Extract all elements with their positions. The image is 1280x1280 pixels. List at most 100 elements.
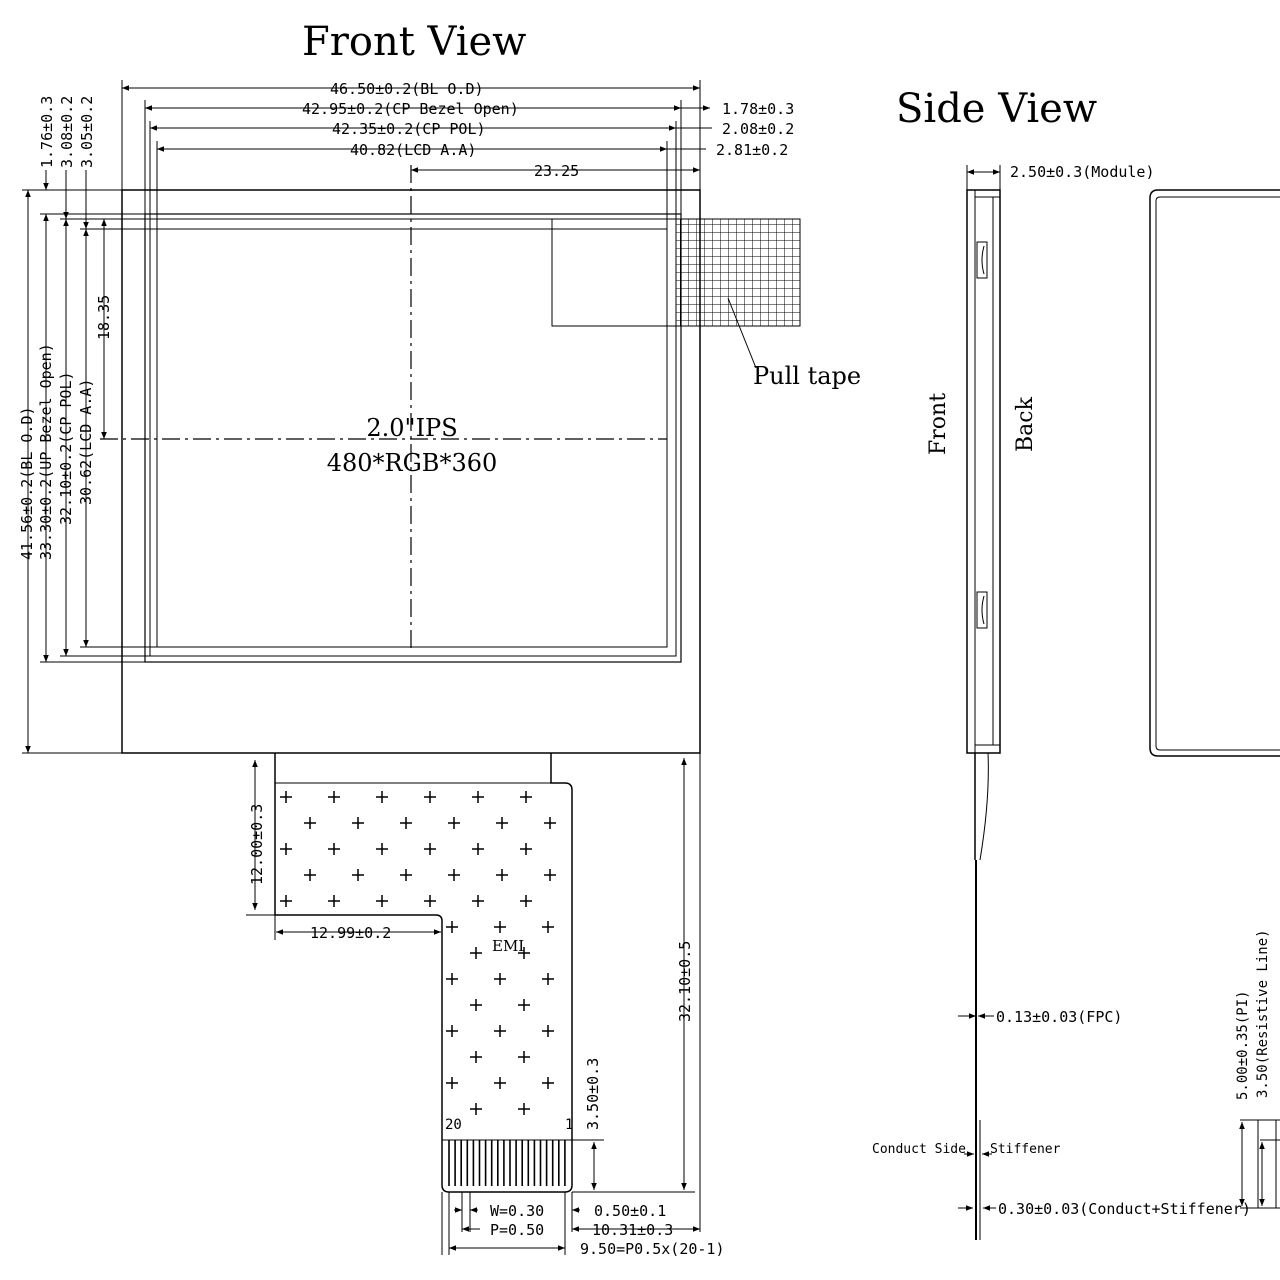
plus-mark xyxy=(544,869,556,881)
dim-right-offset-1: 1.78±0.3 xyxy=(722,100,794,118)
cp-pol-outline xyxy=(149,218,677,657)
plus-mark xyxy=(280,895,292,907)
dim-cp-bezel-width: 42.95±0.2(CP Bezel Open) xyxy=(302,100,519,118)
dim-half-height: 18.35 xyxy=(95,295,113,340)
plus-mark xyxy=(400,817,412,829)
back-label: Back xyxy=(1013,396,1038,452)
plus-mark xyxy=(304,869,316,881)
plus-mark xyxy=(470,1051,482,1063)
top-dimensions: 46.50±0.2(BL O.D) 42.95±0.2(CP Bezel Ope… xyxy=(121,80,794,229)
side-view-drawing xyxy=(958,165,1280,1240)
plus-mark xyxy=(542,1025,554,1037)
dim-right-offset-2: 2.08±0.2 xyxy=(722,120,794,138)
pull-tape-label: Pull tape xyxy=(753,362,861,390)
plus-mark xyxy=(448,869,460,881)
dim-pad-edge: 0.50±0.1 xyxy=(594,1202,666,1220)
plus-mark xyxy=(496,817,508,829)
plus-mark xyxy=(446,1025,458,1037)
pin-1-label: 1 xyxy=(565,1117,573,1133)
dim-resistive-line: 3.50(Resistive Line) xyxy=(1255,929,1271,1098)
plus-mark xyxy=(520,791,532,803)
dim-pitch-total: 9.50=P0.5x(20-1) xyxy=(580,1240,725,1258)
dim-top-offset-1: 1.76±0.3 xyxy=(38,96,56,168)
plus-mark xyxy=(520,895,532,907)
plus-mark xyxy=(446,921,458,933)
plus-mark xyxy=(304,817,316,829)
plus-mark xyxy=(494,973,506,985)
plus-mark xyxy=(470,999,482,1011)
plus-mark xyxy=(518,1103,530,1115)
stiffener-label: Stiffener xyxy=(990,1142,1061,1157)
fpc-outline xyxy=(274,753,573,1193)
dim-cp-pol-height: 32.10±0.2(CP POL) xyxy=(57,371,75,525)
plus-mark xyxy=(328,895,340,907)
plus-mark xyxy=(494,921,506,933)
dim-tail-height: 12.00±0.3 xyxy=(248,804,266,885)
cp-bezel-outline xyxy=(144,213,682,663)
plus-mark xyxy=(328,843,340,855)
plus-mark xyxy=(520,843,532,855)
plus-mark xyxy=(496,869,508,881)
plus-mark xyxy=(518,947,530,959)
side-view-title: Side View xyxy=(896,86,1097,132)
conduct-side-label: Conduct Side xyxy=(872,1142,966,1157)
dim-module-thickness: 2.50±0.3(Module) xyxy=(1010,163,1155,181)
plus-mark xyxy=(542,1077,554,1089)
emi-label: EMI xyxy=(492,937,524,955)
plus-mark xyxy=(494,1077,506,1089)
dim-fpc-thickness: 0.13±0.03(FPC) xyxy=(996,1008,1122,1026)
plus-mark xyxy=(280,843,292,855)
dim-half-width: 23.25 xyxy=(534,162,579,180)
dim-lcd-aa-height: 30.62(LCD A.A) xyxy=(77,379,95,505)
plus-mark xyxy=(352,817,364,829)
plus-mark xyxy=(472,843,484,855)
pull-tape-grid xyxy=(675,218,801,327)
pull-tape-area xyxy=(551,218,677,327)
pin-20-label: 20 xyxy=(445,1117,462,1133)
dim-conduct-stiffener: 0.30±0.03(Conduct+Stiffener) xyxy=(998,1200,1251,1218)
plus-mark xyxy=(424,895,436,907)
pull-tape-leader xyxy=(727,297,757,369)
plus-mark xyxy=(518,1051,530,1063)
plus-mark xyxy=(494,1025,506,1037)
emi-plus-pattern xyxy=(280,791,556,1115)
plus-mark xyxy=(470,1103,482,1115)
plus-mark xyxy=(446,1077,458,1089)
dim-cp-pol-width: 42.35±0.2(CP POL) xyxy=(332,120,486,138)
dim-bl-od-width: 46.50±0.2(BL O.D) xyxy=(330,80,484,98)
panel-resolution-label: 480*RGB*360 xyxy=(327,449,498,477)
dim-fpc-width: 10.31±0.3 xyxy=(592,1221,673,1239)
dim-pi: 5.00±0.35(PI) xyxy=(1235,990,1251,1100)
front-view-outlines xyxy=(100,165,801,754)
dim-pitch: P=0.50 xyxy=(490,1221,544,1239)
plus-mark xyxy=(280,791,292,803)
plus-mark xyxy=(376,843,388,855)
plus-mark xyxy=(400,869,412,881)
plus-mark xyxy=(542,973,554,985)
front-view-title: Front View xyxy=(302,19,526,65)
contact-pads xyxy=(442,1139,572,1186)
dim-pad-height: 3.50±0.3 xyxy=(584,1058,602,1130)
plus-mark xyxy=(448,817,460,829)
plus-mark xyxy=(376,895,388,907)
lcd-aa-outline xyxy=(156,228,668,648)
dim-lcd-aa-width: 40.82(LCD A.A) xyxy=(350,141,476,159)
dim-pad-width: W=0.30 xyxy=(490,1202,544,1220)
plus-mark xyxy=(472,791,484,803)
dim-top-offset-2: 3.08±0.2 xyxy=(58,96,76,168)
dim-up-bezel-height: 33.30±0.2(UP Bezel Open) xyxy=(37,343,55,560)
dim-bl-od-height: 41.56±0.2(BL O.D) xyxy=(18,406,36,560)
front-label: Front xyxy=(926,393,951,455)
plus-mark xyxy=(446,973,458,985)
fpc-shape xyxy=(274,753,573,1193)
plus-mark xyxy=(472,895,484,907)
dim-top-offset-3: 3.05±0.2 xyxy=(78,96,96,168)
plus-mark xyxy=(376,791,388,803)
dim-fpc-length: 32.10±0.5 xyxy=(676,941,694,1022)
left-dimensions: 41.56±0.2(BL O.D) 33.30±0.2(UP Bezel Ope… xyxy=(18,96,157,754)
dim-tail-width: 12.99±0.2 xyxy=(310,924,391,942)
fpc-dimensions: 12.00±0.3 12.99±0.2 32.10±0.5 3.50±0.3 W… xyxy=(246,752,725,1258)
plus-mark xyxy=(470,947,482,959)
plus-mark xyxy=(518,999,530,1011)
